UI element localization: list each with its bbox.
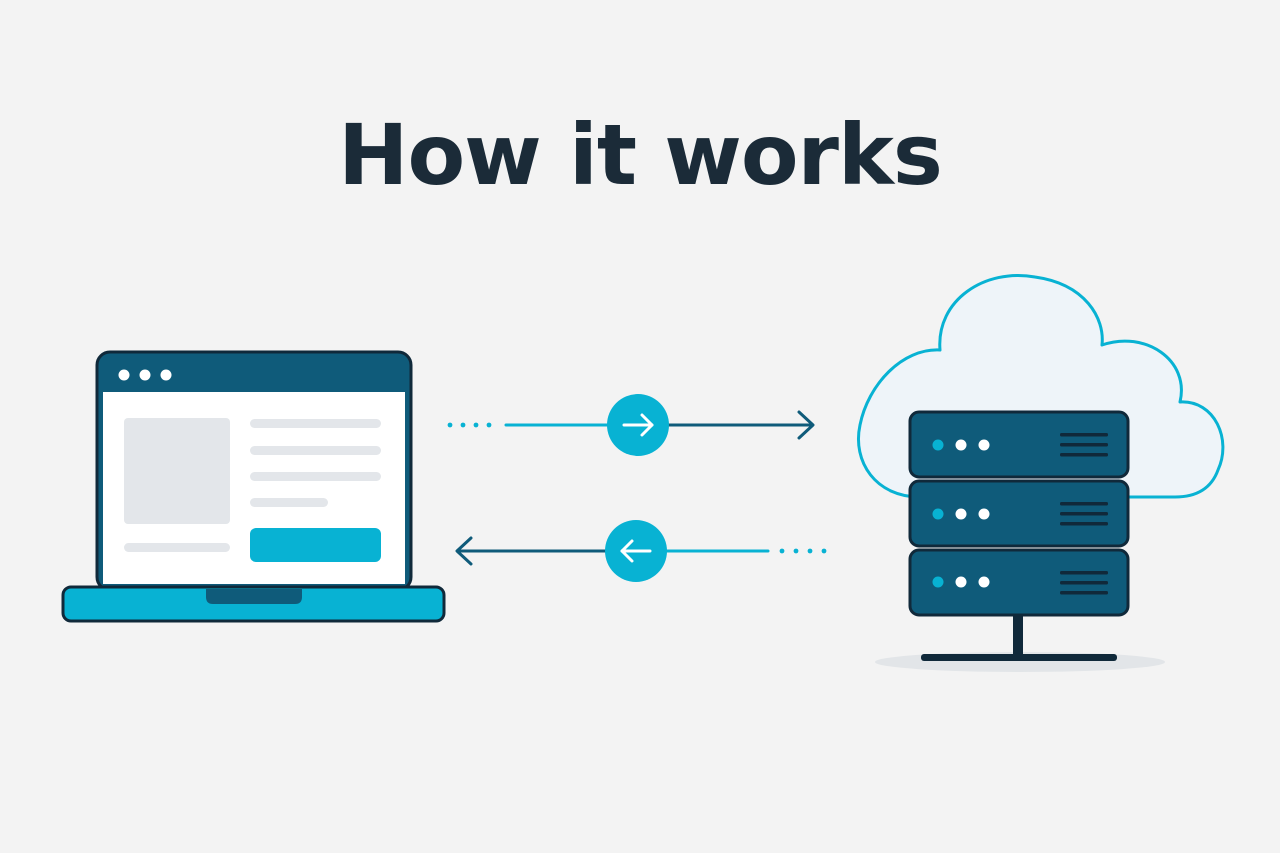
laptop-notch [206,589,302,604]
image-placeholder [124,418,230,524]
browser-dot-icon [118,369,130,381]
server-unit [908,479,1130,548]
request-arrow [447,394,815,456]
text-line [250,446,381,455]
server-stand-pole [1013,615,1023,657]
page-title: How it works [338,106,943,204]
status-led-icon [978,508,990,520]
server-unit [908,410,1130,479]
dotted-line-dot [460,422,466,428]
dotted-line-dot [486,422,492,428]
text-line [250,419,381,428]
browser-dot-icon [160,369,172,381]
dotted-line-dot [473,422,479,428]
arrow-left-circle-icon [605,520,667,582]
arrowhead-right-icon [797,410,815,440]
server-stand-base [921,654,1117,661]
arrow-right-circle-icon [607,394,669,456]
cloud-server-icon [857,274,1225,672]
text-line [124,543,230,552]
status-led-icon [955,508,967,520]
dotted-line-dot [793,548,799,554]
status-led-icon [955,439,967,451]
status-led-icon [955,576,967,588]
status-led-icon [932,576,944,588]
status-led-icon [932,439,944,451]
text-line [250,472,381,481]
text-line [250,498,328,507]
browser-dot-icon [139,369,151,381]
dotted-line-dot [821,548,827,554]
dotted-line-dot [807,548,813,554]
cta-button-shape [250,528,381,562]
dotted-line-dot [447,422,453,428]
laptop-browser-icon [61,350,446,623]
dotted-line-dot [779,548,785,554]
status-led-icon [978,439,990,451]
server-unit [908,548,1130,617]
status-led-icon [978,576,990,588]
arrowhead-left-icon [455,536,473,566]
response-arrow [455,520,827,582]
status-led-icon [932,508,944,520]
